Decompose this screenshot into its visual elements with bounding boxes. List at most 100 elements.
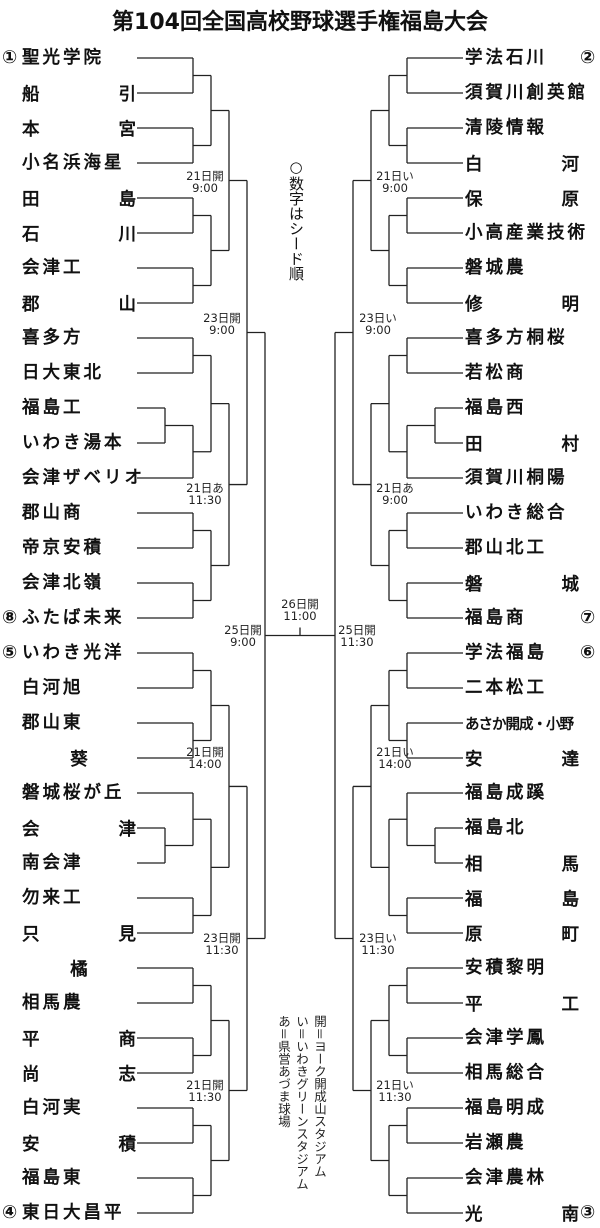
match-date: 25日開 bbox=[224, 623, 262, 637]
match-date: 23日開 bbox=[203, 311, 241, 325]
match-date: 23日い bbox=[359, 311, 397, 325]
match-date: 21日開 bbox=[186, 1078, 224, 1092]
match-date: 21日い bbox=[376, 1078, 414, 1092]
team-right: 福島西 bbox=[465, 398, 527, 418]
team-left: 日大東北 bbox=[22, 363, 104, 383]
team-left: 橘 bbox=[70, 959, 88, 980]
team-right: 平工 bbox=[465, 994, 579, 1015]
match-date: 21日あ bbox=[186, 481, 224, 495]
team-right: 清陵情報 bbox=[465, 118, 547, 138]
team-right: 福島明成 bbox=[465, 1098, 547, 1118]
team-left: 会津ザベリオ bbox=[22, 468, 145, 488]
team-right: 学法石川 bbox=[465, 48, 547, 68]
team-right: 安達 bbox=[465, 749, 579, 770]
team-right: 小高産業技術 bbox=[465, 223, 588, 243]
match-time: 9:00 bbox=[382, 181, 408, 195]
team-left: 喜多方 bbox=[22, 328, 84, 348]
team-left: 会津北嶺 bbox=[22, 573, 104, 593]
match-time: 11:30 bbox=[188, 493, 222, 507]
team-left: 郡山商 bbox=[22, 503, 84, 523]
seed-badge: ⑧ bbox=[2, 607, 18, 628]
team-left: 葵 bbox=[70, 749, 88, 770]
team-left: 白河実 bbox=[22, 1098, 84, 1118]
team-left: 田島 bbox=[22, 189, 136, 210]
team-left: いわき光洋 bbox=[22, 643, 125, 663]
team-right: 相馬総合 bbox=[465, 1063, 547, 1083]
team-left: 安積 bbox=[22, 1134, 136, 1155]
team-right: 岩瀬農 bbox=[465, 1133, 527, 1153]
team-right: 磐城 bbox=[465, 574, 579, 595]
match-date: 21日開 bbox=[186, 745, 224, 759]
seed-badge: ① bbox=[2, 47, 18, 68]
team-left: 会津工 bbox=[22, 258, 84, 278]
match-date: 21日い bbox=[376, 745, 414, 759]
team-right: いわき総合 bbox=[465, 503, 568, 523]
match-date: 26日開 bbox=[281, 597, 319, 611]
match-time: 11:30 bbox=[361, 943, 395, 957]
team-left: 小名浜海星 bbox=[22, 153, 125, 173]
team-left: 船引 bbox=[22, 84, 136, 105]
match-time: 9:00 bbox=[230, 635, 256, 649]
match-time: 14:00 bbox=[378, 757, 412, 771]
match-time: 9:00 bbox=[192, 181, 218, 195]
match-date: 21日い bbox=[376, 169, 414, 183]
team-left: 平商 bbox=[22, 1029, 136, 1050]
team-left: 東日大昌平 bbox=[22, 1203, 125, 1223]
team-right: 福島成蹊 bbox=[465, 783, 547, 803]
team-left: 帝京安積 bbox=[22, 538, 104, 558]
match-date: 25日開 bbox=[338, 623, 376, 637]
seed-badge: ⑦ bbox=[580, 607, 596, 628]
team-right: 相馬 bbox=[465, 854, 579, 875]
match-time: 14:00 bbox=[188, 757, 222, 771]
team-left: 聖光学院 bbox=[22, 48, 104, 68]
team-left: 磐城桜が丘 bbox=[22, 783, 125, 803]
team-right: 郡山北工 bbox=[465, 538, 547, 558]
team-left: 会津 bbox=[22, 819, 136, 840]
match-date: 21日あ bbox=[376, 481, 414, 495]
venue-legend: 開＝ヨーク開成山スタジアム い＝いわきグリーンスタジアム あ＝県営あづま球場 bbox=[274, 1015, 328, 1190]
team-left: 尚志 bbox=[22, 1064, 136, 1085]
team-right: 光南 bbox=[465, 1204, 579, 1225]
legend-item: 開＝ヨーク開成山スタジアム bbox=[312, 1015, 327, 1178]
legend-item: あ＝県営あづま球場 bbox=[276, 1015, 291, 1128]
seed-badge: ③ bbox=[580, 1202, 596, 1223]
match-date: 23日い bbox=[359, 931, 397, 945]
team-right: 磐城農 bbox=[465, 258, 527, 278]
match-date: 23日開 bbox=[203, 931, 241, 945]
team-right: 福島 bbox=[465, 889, 579, 910]
team-right: 田村 bbox=[465, 434, 579, 455]
team-right: 福島北 bbox=[465, 818, 527, 838]
team-left: 福島工 bbox=[22, 398, 84, 418]
page-title: 第104回全国高校野球選手権福島大会 bbox=[112, 10, 488, 35]
team-right: 福島商 bbox=[465, 608, 527, 628]
seed-badge: ⑥ bbox=[580, 642, 596, 663]
team-left: 白河旭 bbox=[22, 678, 84, 698]
team-right: 二本松工 bbox=[465, 678, 547, 698]
team-left: ふたば未来 bbox=[22, 608, 125, 628]
seed-badge: ② bbox=[580, 47, 596, 68]
team-right: あさか開成・小野 bbox=[465, 716, 574, 733]
team-right: 安積黎明 bbox=[465, 958, 547, 978]
team-left: 郡山東 bbox=[22, 713, 84, 733]
team-left: 郡山 bbox=[22, 294, 136, 315]
match-time: 11:30 bbox=[378, 1090, 412, 1104]
team-left: 南会津 bbox=[22, 853, 84, 873]
team-right: 学法福島 bbox=[465, 643, 547, 663]
match-date: 21日開 bbox=[186, 169, 224, 183]
team-left: 只見 bbox=[22, 924, 136, 945]
team-right: 須賀川創英館 bbox=[465, 83, 588, 103]
team-right: 須賀川桐陽 bbox=[465, 468, 568, 488]
